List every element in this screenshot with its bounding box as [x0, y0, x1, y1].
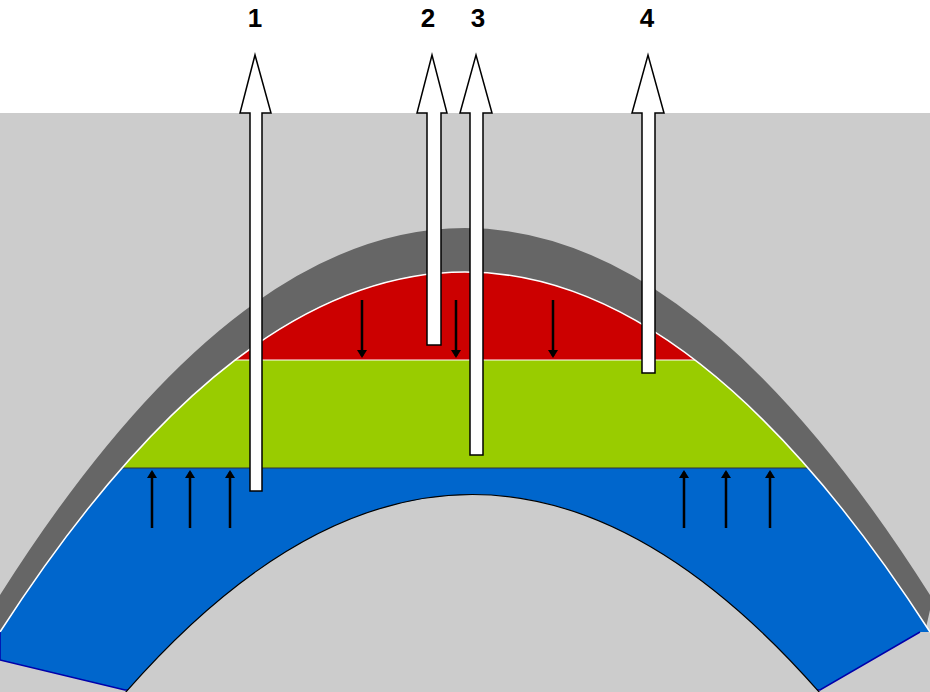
well-arrows	[240, 55, 664, 491]
callout-number: 4	[640, 3, 654, 33]
oil-zone	[0, 360, 930, 468]
oil-water-contact	[0, 468, 930, 469]
callout-number: 2	[421, 3, 435, 33]
gas-zone	[0, 0, 930, 360]
water-zone	[0, 468, 930, 692]
callout-number: 1	[248, 3, 262, 33]
callout-number: 3	[471, 3, 485, 33]
gas-oil-contact	[0, 360, 930, 361]
pressure-arrows	[152, 300, 770, 528]
